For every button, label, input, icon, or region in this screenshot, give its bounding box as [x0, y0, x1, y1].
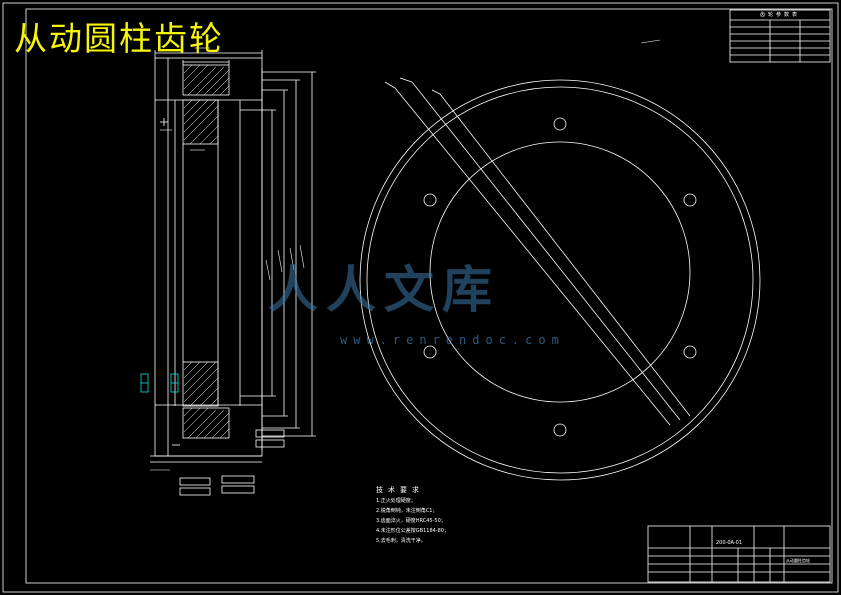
bolt-hole: [553, 423, 567, 437]
watermark-url: www.renrendoc.com: [340, 333, 565, 347]
title-block-part-code: 200-0A-01: [716, 540, 743, 546]
side-section-view: [150, 50, 316, 496]
bolt-hole: [553, 117, 567, 131]
parameter-table-title: 齿轮参数表: [759, 12, 800, 18]
title-block-part-name: 从动圆柱齿轮: [786, 558, 810, 563]
dimension-annotations: [150, 39, 661, 471]
root-circle: [366, 86, 754, 474]
bolt-hole: [683, 193, 697, 207]
title-block: [647, 525, 831, 583]
front-view: [359, 77, 761, 481]
section-hatching: [183, 64, 230, 439]
bolt-hole: [423, 345, 437, 359]
technical-requirement-item: 1.正火处理硬度；: [376, 498, 416, 504]
technical-requirement-item: 2.锐角倒钝，未注倒角C1；: [376, 508, 438, 514]
inner-frame: [25, 8, 833, 584]
technical-requirement-item: 5.去毛刺，清洗干净。: [376, 538, 426, 544]
technical-requirements-title: 技术要求: [376, 486, 424, 494]
outer-circle: [359, 79, 761, 481]
bolt-hole: [423, 193, 437, 207]
technical-requirement-item: 3.齿面淬火，硬度HRC45-50；: [376, 518, 446, 524]
watermark-text: 人人文库: [268, 260, 500, 319]
technical-requirement-item: 4.未注形位公差按GB1184-80；: [376, 528, 449, 534]
hub-circle: [429, 141, 691, 403]
parameter-table: [729, 9, 831, 63]
bolt-hole: [683, 345, 697, 359]
drawing-title: 从动圆柱齿轮: [14, 19, 224, 58]
tolerance-marks: [140, 373, 179, 393]
